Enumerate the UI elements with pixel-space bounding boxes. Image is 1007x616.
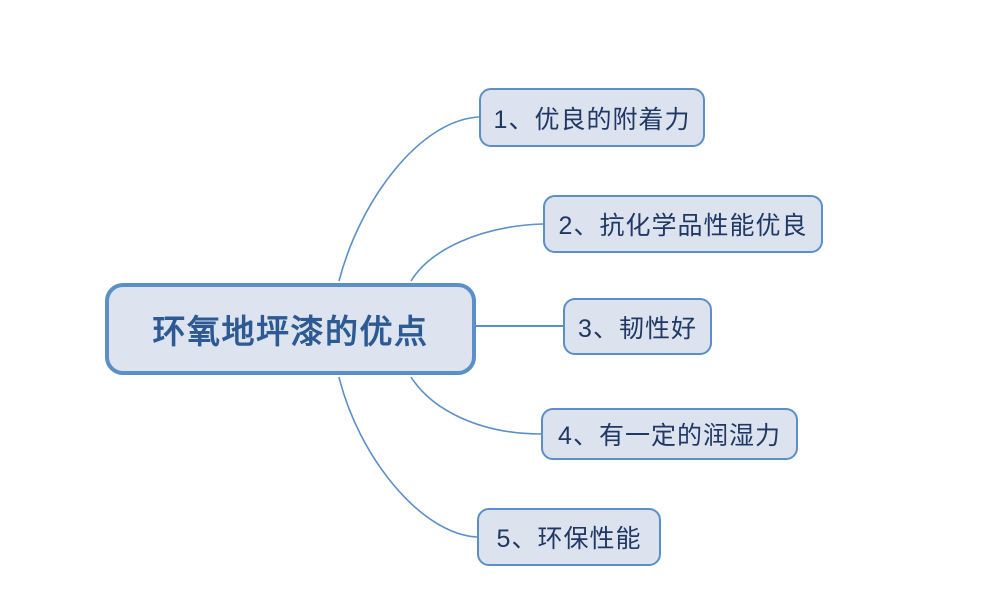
root-node-label: 环氧地坪漆的优点: [152, 313, 429, 350]
branch-node-1-label: 1、优良的附着力: [493, 105, 691, 134]
branch-node-2[interactable]: 2、抗化学品性能优良: [543, 195, 823, 253]
branch-node-2-label: 2、抗化学品性能优良: [558, 212, 808, 240]
connector-to-branch-2: [410, 223, 544, 282]
branch-node-5-label: 5、环保性能: [496, 525, 642, 553]
connector-to-branch-1: [338, 116, 480, 282]
connector-to-branch-4: [410, 376, 542, 435]
root-node[interactable]: 环氧地坪漆的优点: [105, 283, 476, 375]
branch-node-5[interactable]: 5、环保性能: [477, 508, 661, 566]
branch-node-3[interactable]: 3、韧性好: [563, 298, 712, 355]
branch-node-4[interactable]: 4、有一定的润湿力: [541, 408, 798, 460]
branch-node-1[interactable]: 1、优良的附着力: [479, 88, 705, 147]
branch-node-4-label: 4、有一定的润湿力: [558, 422, 781, 450]
branch-node-3-label: 3、韧性好: [578, 314, 697, 343]
connector-to-branch-5: [338, 376, 478, 538]
